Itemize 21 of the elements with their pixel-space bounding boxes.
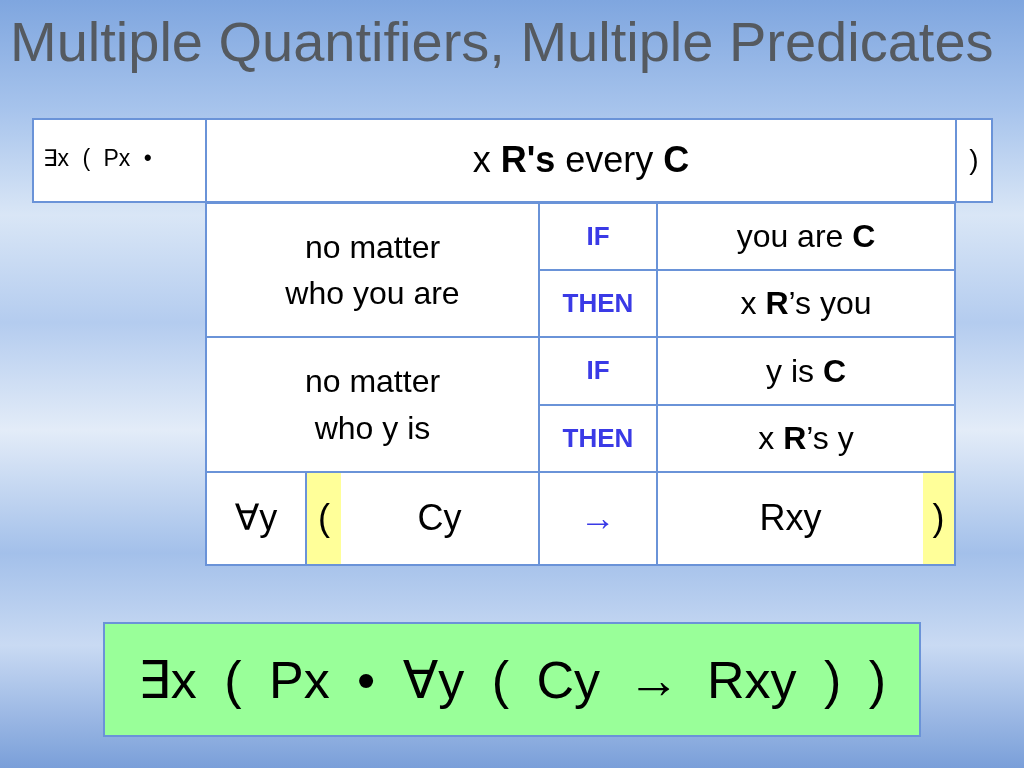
quantifier-cell: no matter who you are — [205, 202, 540, 338]
consequence-cell: x R’s you — [656, 269, 956, 338]
quantifier-cell: ∃x ( Px • — [32, 118, 207, 203]
quantifier-cell: ∀y — [205, 471, 307, 566]
bracket-cell: ( — [305, 471, 341, 566]
connective-cell: → — [538, 471, 658, 566]
keyword-cell: IF — [538, 336, 658, 406]
condition-cell: you are C — [656, 202, 956, 271]
quantifier-cell: no matter who y is — [205, 336, 540, 473]
consequence-cell: x R’s y — [656, 404, 956, 473]
keyword-cell: THEN — [538, 404, 658, 473]
condition-cell: y is C — [656, 336, 956, 406]
formula-cell: Rxy — [656, 471, 923, 566]
keyword-cell: IF — [538, 202, 658, 271]
formula-cell: Cy — [341, 471, 540, 566]
bracket-cell: ) — [955, 118, 993, 203]
formula-box: ∃x ( Px • ∀y ( Cy → Rxy ) ) — [103, 622, 921, 737]
statement-cell: x R's every C — [205, 118, 957, 203]
slide-title: Multiple Quantifiers, Multiple Predicates — [10, 9, 994, 75]
bracket-cell: ) — [923, 471, 956, 566]
keyword-cell: THEN — [538, 269, 658, 338]
